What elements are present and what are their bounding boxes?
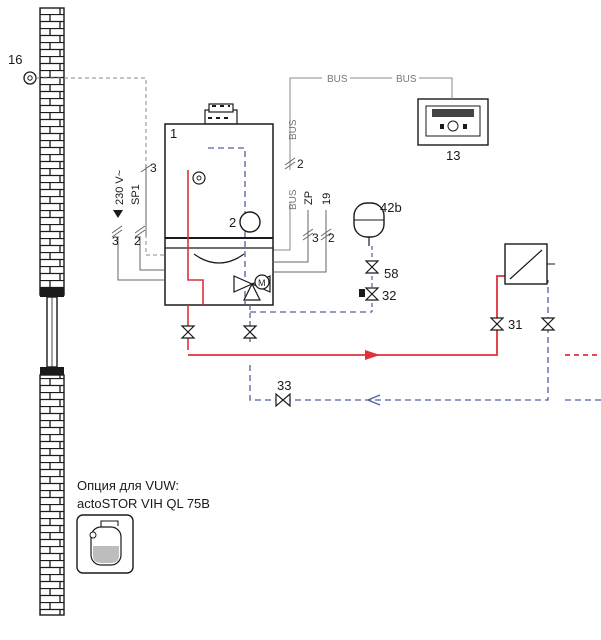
outdoor-sensor-label: 16 <box>8 52 22 67</box>
pump: 2 <box>229 211 261 233</box>
pump-label: 2 <box>229 215 236 230</box>
internal-supply <box>187 170 204 305</box>
main-supply-pipe <box>188 275 505 356</box>
wire-2-right-label: 2 <box>328 231 335 245</box>
boiler-return-valve <box>242 325 258 339</box>
svg-text:M: M <box>258 278 266 288</box>
zp-label: ZP <box>303 191 315 205</box>
power-label: 230 V~ <box>114 170 126 205</box>
wire-3-right-label: 3 <box>312 231 319 245</box>
wire-3-left-label: 3 <box>112 234 119 248</box>
bus-label-1: BUS <box>327 74 348 85</box>
valve-58-label: 58 <box>384 266 398 281</box>
internal-return <box>208 147 246 305</box>
valve-31: 31 <box>489 317 522 332</box>
option-model: actoSTOR VIH QL 75B <box>77 496 210 511</box>
wire-3-top-label: 3 <box>150 161 157 175</box>
internal-sensor <box>192 171 206 185</box>
sp1-label: SP1 <box>130 184 142 205</box>
bus-label-2: BUS <box>396 74 417 85</box>
bus-label-3: BUS <box>288 119 299 140</box>
right-wiring <box>272 157 332 273</box>
valve-33: 33 <box>275 378 291 408</box>
boiler-supply-valve <box>180 325 196 339</box>
supply-arrow <box>365 350 380 360</box>
valve-58: 58 <box>364 260 398 281</box>
mixing-valve: M <box>233 274 271 301</box>
bus-label-4: BUS <box>288 189 299 210</box>
expansion-vessel-label: 42b <box>380 200 402 215</box>
room-controller: 13 <box>417 98 489 163</box>
wire-2-bus-label: 2 <box>297 157 304 171</box>
bus-lines <box>272 77 453 251</box>
return-arrow <box>366 394 381 406</box>
heating-circuit-box <box>504 243 555 285</box>
brick-wall <box>39 7 65 616</box>
boiler-unit: 1 <box>164 103 274 306</box>
power-arrow <box>113 210 123 218</box>
valve-32: 32 <box>359 287 396 303</box>
valve-32-label: 32 <box>382 288 396 303</box>
boiler-label: 1 <box>170 126 177 141</box>
valve-33-label: 33 <box>277 378 291 393</box>
outdoor-sensor: 16 <box>8 52 37 85</box>
storage-tank-icon <box>76 514 134 574</box>
return-valve-right <box>540 317 556 331</box>
left-wiring <box>111 164 165 281</box>
wire-2-left-label: 2 <box>134 234 141 248</box>
controller-label: 13 <box>446 148 460 163</box>
return-line-main <box>249 280 549 401</box>
option-heading: Опция для VUW: <box>77 478 180 493</box>
label-19: 19 <box>321 193 333 205</box>
valve-31-label: 31 <box>508 317 522 332</box>
expansion-vessel: 42b <box>353 200 402 246</box>
